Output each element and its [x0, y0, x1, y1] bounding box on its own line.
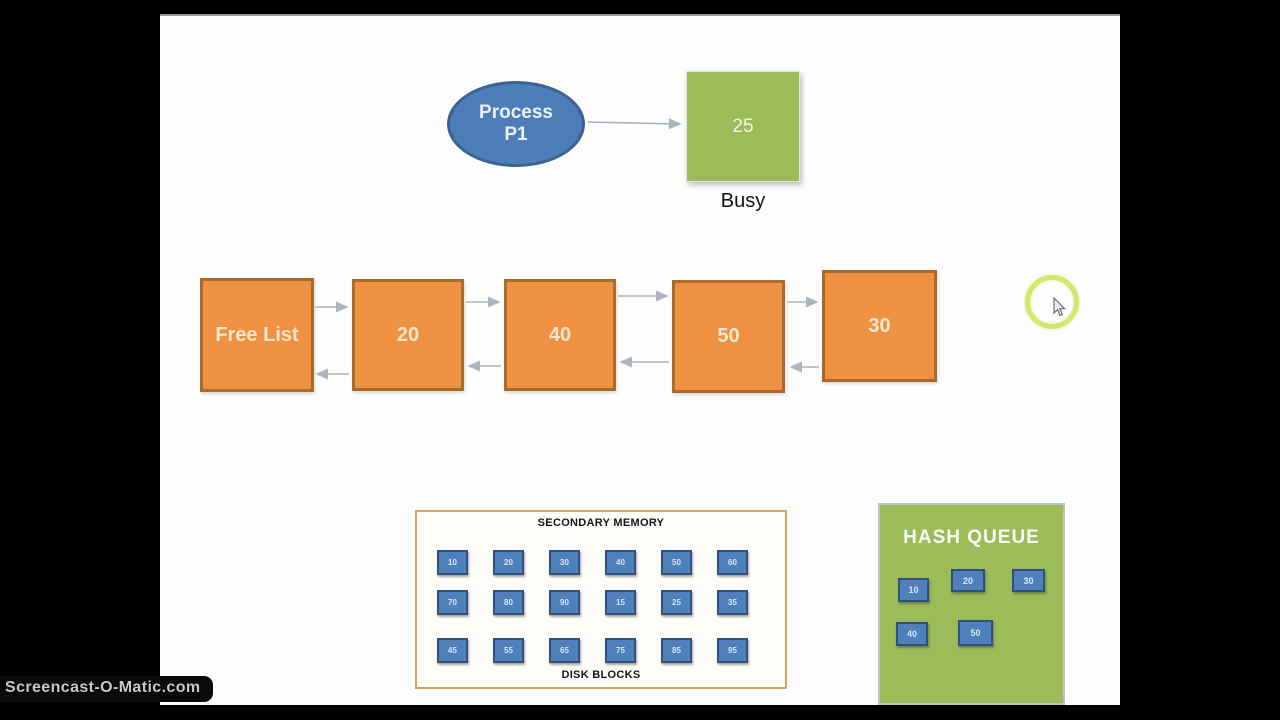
disk-block: 75 [605, 638, 636, 663]
free-list-node-4: 30 [822, 270, 937, 382]
process-label-line1: Process [479, 102, 553, 123]
disk-block: 50 [661, 550, 692, 575]
disk-block: 80 [493, 590, 524, 615]
hash-block: 20 [951, 569, 985, 592]
free-list-node-3: 50 [672, 280, 785, 393]
disk-block-row: 45 55 65 75 85 95 [437, 638, 748, 663]
disk-block: 30 [549, 550, 580, 575]
hash-block: 30 [1012, 569, 1045, 592]
disk-block: 95 [717, 638, 748, 663]
disk-block: 10 [437, 550, 468, 575]
watermark: Screencast-O-Matic.com [0, 676, 213, 702]
disk-block: 35 [717, 590, 748, 615]
disk-block: 40 [605, 550, 636, 575]
hash-block: 50 [958, 620, 993, 646]
cursor-highlight-ring [1025, 275, 1079, 329]
disk-block: 70 [437, 590, 468, 615]
disk-block-row: 10 20 30 40 50 60 [437, 550, 748, 575]
hash-queue-panel: HASH QUEUE 10 20 30 40 50 [878, 503, 1065, 705]
process-node: Process P1 [447, 81, 585, 167]
busy-buffer-value: 25 [732, 115, 754, 137]
free-list-node-value: 30 [868, 314, 891, 337]
disk-block: 55 [493, 638, 524, 663]
hash-block: 40 [896, 622, 928, 646]
free-list-node-2: 40 [504, 279, 616, 391]
disk-block: 25 [661, 590, 692, 615]
disk-block: 20 [493, 550, 524, 575]
free-list-head: Free List [200, 278, 314, 392]
busy-buffer-block: 25 [686, 71, 800, 182]
free-list-node-value: 20 [396, 323, 420, 346]
hash-queue-title: HASH QUEUE [903, 527, 1040, 548]
hash-block: 10 [898, 578, 929, 602]
cursor-pointer-icon [1053, 297, 1067, 317]
free-list-head-label: Free List [215, 323, 299, 346]
disk-blocks-label: DISK BLOCKS [561, 669, 641, 681]
disk-block: 60 [717, 550, 748, 575]
secondary-memory-panel: SECONDARY MEMORY 10 20 30 40 50 60 70 80… [415, 510, 787, 689]
secondary-memory-title: SECONDARY MEMORY [537, 517, 665, 529]
disk-block-row: 70 80 90 15 25 35 [437, 590, 748, 615]
disk-block: 90 [549, 590, 580, 615]
disk-block: 85 [661, 638, 692, 663]
busy-label: Busy [720, 190, 766, 212]
disk-block: 45 [437, 638, 468, 663]
disk-block: 15 [605, 590, 636, 615]
process-label-line2: P1 [504, 124, 528, 145]
free-list-node-1: 20 [352, 279, 464, 391]
disk-block: 65 [549, 638, 580, 663]
free-list-node-value: 50 [717, 325, 740, 347]
free-list-node-value: 40 [548, 323, 572, 346]
